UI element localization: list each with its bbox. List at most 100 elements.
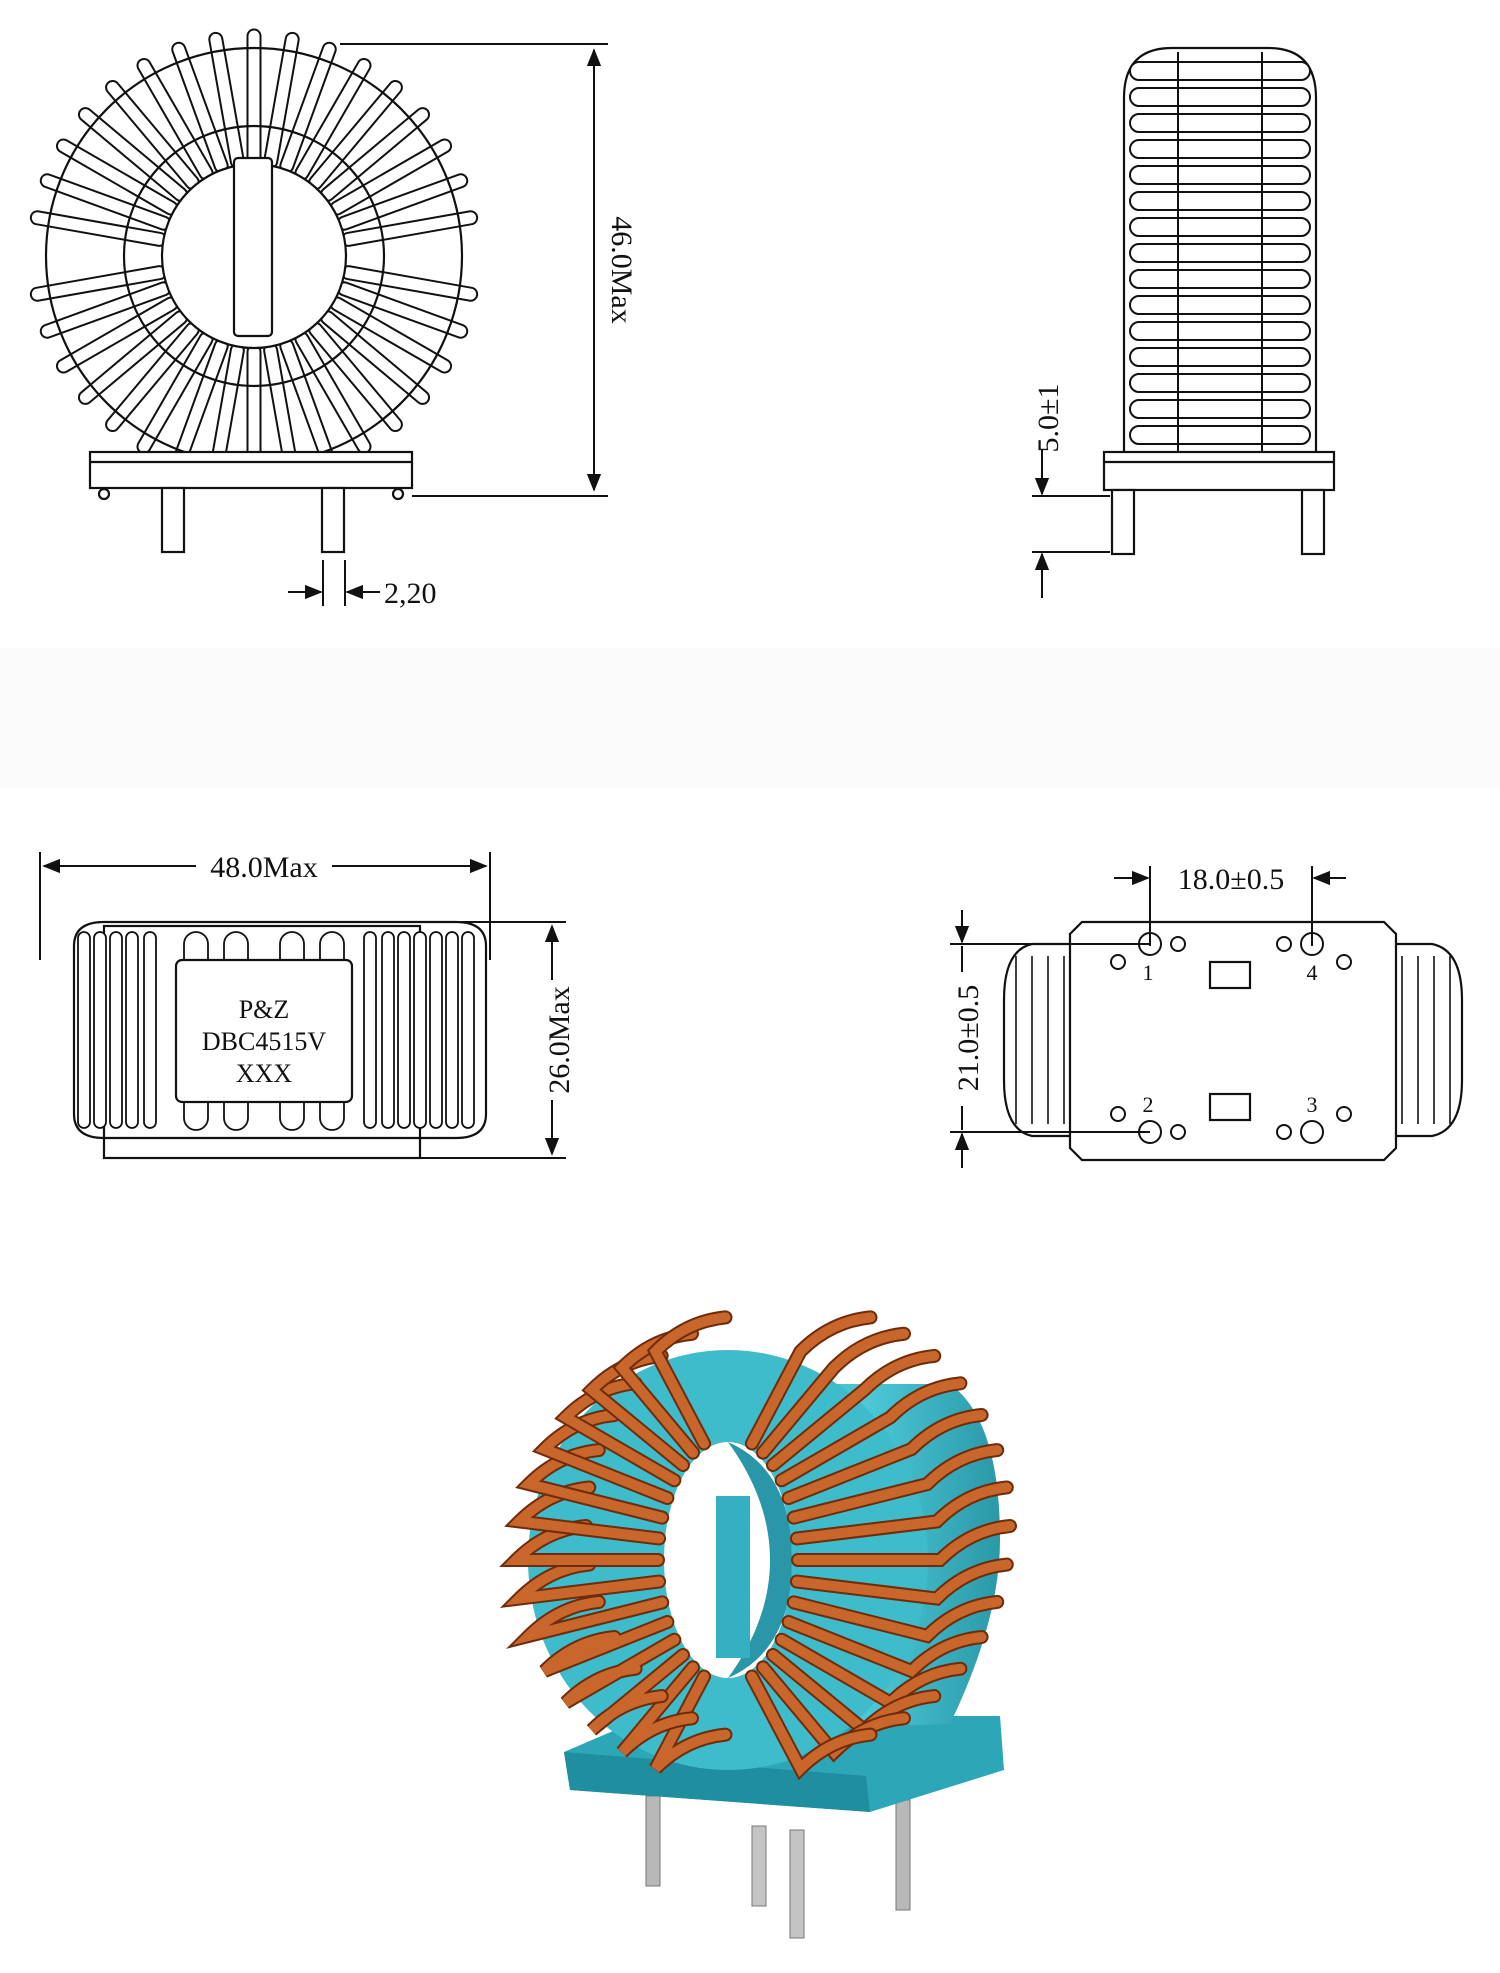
side-winding-turn <box>1129 61 1311 81</box>
aux-hole <box>1336 954 1352 970</box>
winding-turn-fill <box>138 59 212 179</box>
side-winding-turn <box>1129 399 1311 419</box>
bottom-winding-left <box>1002 942 1078 1138</box>
top-winding-turn <box>363 931 377 1129</box>
top-winding-turn <box>381 931 395 1129</box>
front-foot-left <box>97 487 111 501</box>
copper-turn <box>562 1634 680 1708</box>
pin-pitch-x-dimension <box>1114 866 1346 946</box>
pin-2-label: 2 <box>1143 1092 1154 1117</box>
winding-turn-fill <box>138 333 212 453</box>
side-winding-turn <box>1129 191 1311 211</box>
side-winding-turn <box>1129 347 1311 367</box>
winding-turn-fill <box>107 81 198 188</box>
copper-turn <box>793 1521 1015 1565</box>
copper-turn <box>791 1559 1012 1604</box>
winding-turn-fill <box>265 33 298 167</box>
top-windings <box>77 931 475 1131</box>
copper-turn <box>588 1649 689 1734</box>
front-pin-left <box>160 486 186 554</box>
render-pin-3 <box>789 1829 805 1939</box>
aux-hole <box>1110 954 1126 970</box>
side-winding-turn <box>1129 243 1311 263</box>
render-base-front <box>564 1752 870 1812</box>
copper-turn <box>746 1312 876 1449</box>
side-winding-turn <box>1129 295 1311 315</box>
aux-hole <box>1110 1106 1126 1122</box>
center-separator <box>232 156 274 338</box>
side-winding-turn <box>1129 139 1311 159</box>
side-pin-left <box>1110 488 1136 556</box>
top-winding-turn <box>125 931 139 1129</box>
pin-3-label: 3 <box>1307 1092 1318 1117</box>
pin-hole <box>1300 1120 1324 1144</box>
marking-part-number: DBC4515V <box>202 1027 326 1056</box>
top-winding-turn <box>77 931 91 1129</box>
winding-turn-fill <box>338 283 467 337</box>
core-mid-edge <box>122 124 386 388</box>
winding-turn-fill <box>296 333 370 453</box>
base-slot-top <box>1208 960 1252 990</box>
winding-turn-fill <box>79 109 186 200</box>
marking-brand: P&Z <box>239 995 290 1024</box>
side-base <box>1102 450 1336 492</box>
winding-turn-fill <box>57 140 177 214</box>
side-pin-right <box>1300 488 1326 556</box>
top-winding-turn <box>429 931 443 1129</box>
front-view <box>29 28 479 554</box>
base-slot-bottom <box>1208 1092 1252 1122</box>
winding-turn-fill <box>281 43 335 172</box>
top-winding-turn <box>143 931 157 1129</box>
side-winding-turn <box>1129 425 1311 445</box>
copper-turn <box>788 1596 1003 1642</box>
copper-turn <box>618 1662 698 1756</box>
render-pin-1 <box>645 1795 661 1887</box>
winding-turn-fill <box>173 43 227 172</box>
winding-turn-fill <box>310 81 401 188</box>
pin-pitch-y-dimension <box>950 910 1150 1168</box>
winding-turn-fill <box>343 267 477 300</box>
winding-turn-fill <box>57 298 177 372</box>
winding-turn-fill <box>331 298 451 372</box>
copper-turn <box>540 1617 673 1676</box>
aux-hole <box>1170 1124 1186 1140</box>
side-winding-turn <box>1129 373 1311 393</box>
winding-turn-fill <box>338 175 467 229</box>
bottom-view <box>1002 920 1464 1162</box>
standoff-label: 5.0±1 <box>1032 384 1065 453</box>
front-pin-right <box>320 486 346 554</box>
front-base <box>88 450 414 490</box>
front-foot-right <box>391 487 405 501</box>
winding-turn-fill <box>343 212 477 245</box>
width-max-label: 26.0Max <box>543 986 576 1094</box>
render-pin-2 <box>751 1825 767 1907</box>
bottom-base <box>1068 920 1398 1162</box>
width-dimension <box>420 921 566 1159</box>
render-pin-4 <box>895 1799 911 1911</box>
side-winding-turn <box>1129 321 1311 341</box>
copper-turn <box>746 1671 876 1777</box>
copper-turn <box>791 1482 1012 1544</box>
copper-turn <box>512 1596 668 1646</box>
winding-turn-fill <box>310 324 401 431</box>
winding-turn-fill <box>331 140 451 214</box>
copper-turn <box>776 1378 966 1486</box>
winding-turn-fill <box>41 283 170 337</box>
copper-turn <box>788 1445 1003 1523</box>
copper-turn <box>651 1671 731 1773</box>
aux-hole <box>1336 1106 1352 1122</box>
side-winding-turn <box>1129 87 1311 107</box>
side-winding-turn <box>1129 217 1311 237</box>
top-winding-turn <box>397 931 411 1129</box>
bottom-winding-right <box>1388 942 1464 1138</box>
winding-turn-fill <box>107 324 198 431</box>
pin-4-label: 4 <box>1307 960 1318 985</box>
product-render <box>499 1310 1017 1939</box>
standoff-dimension <box>1032 450 1110 598</box>
copper-turn <box>767 1350 940 1471</box>
winding-turn-fill <box>322 109 429 200</box>
top-winding-turn <box>413 931 427 1129</box>
copper-turn <box>519 1445 668 1523</box>
bottom-windings <box>1015 956 1451 1124</box>
